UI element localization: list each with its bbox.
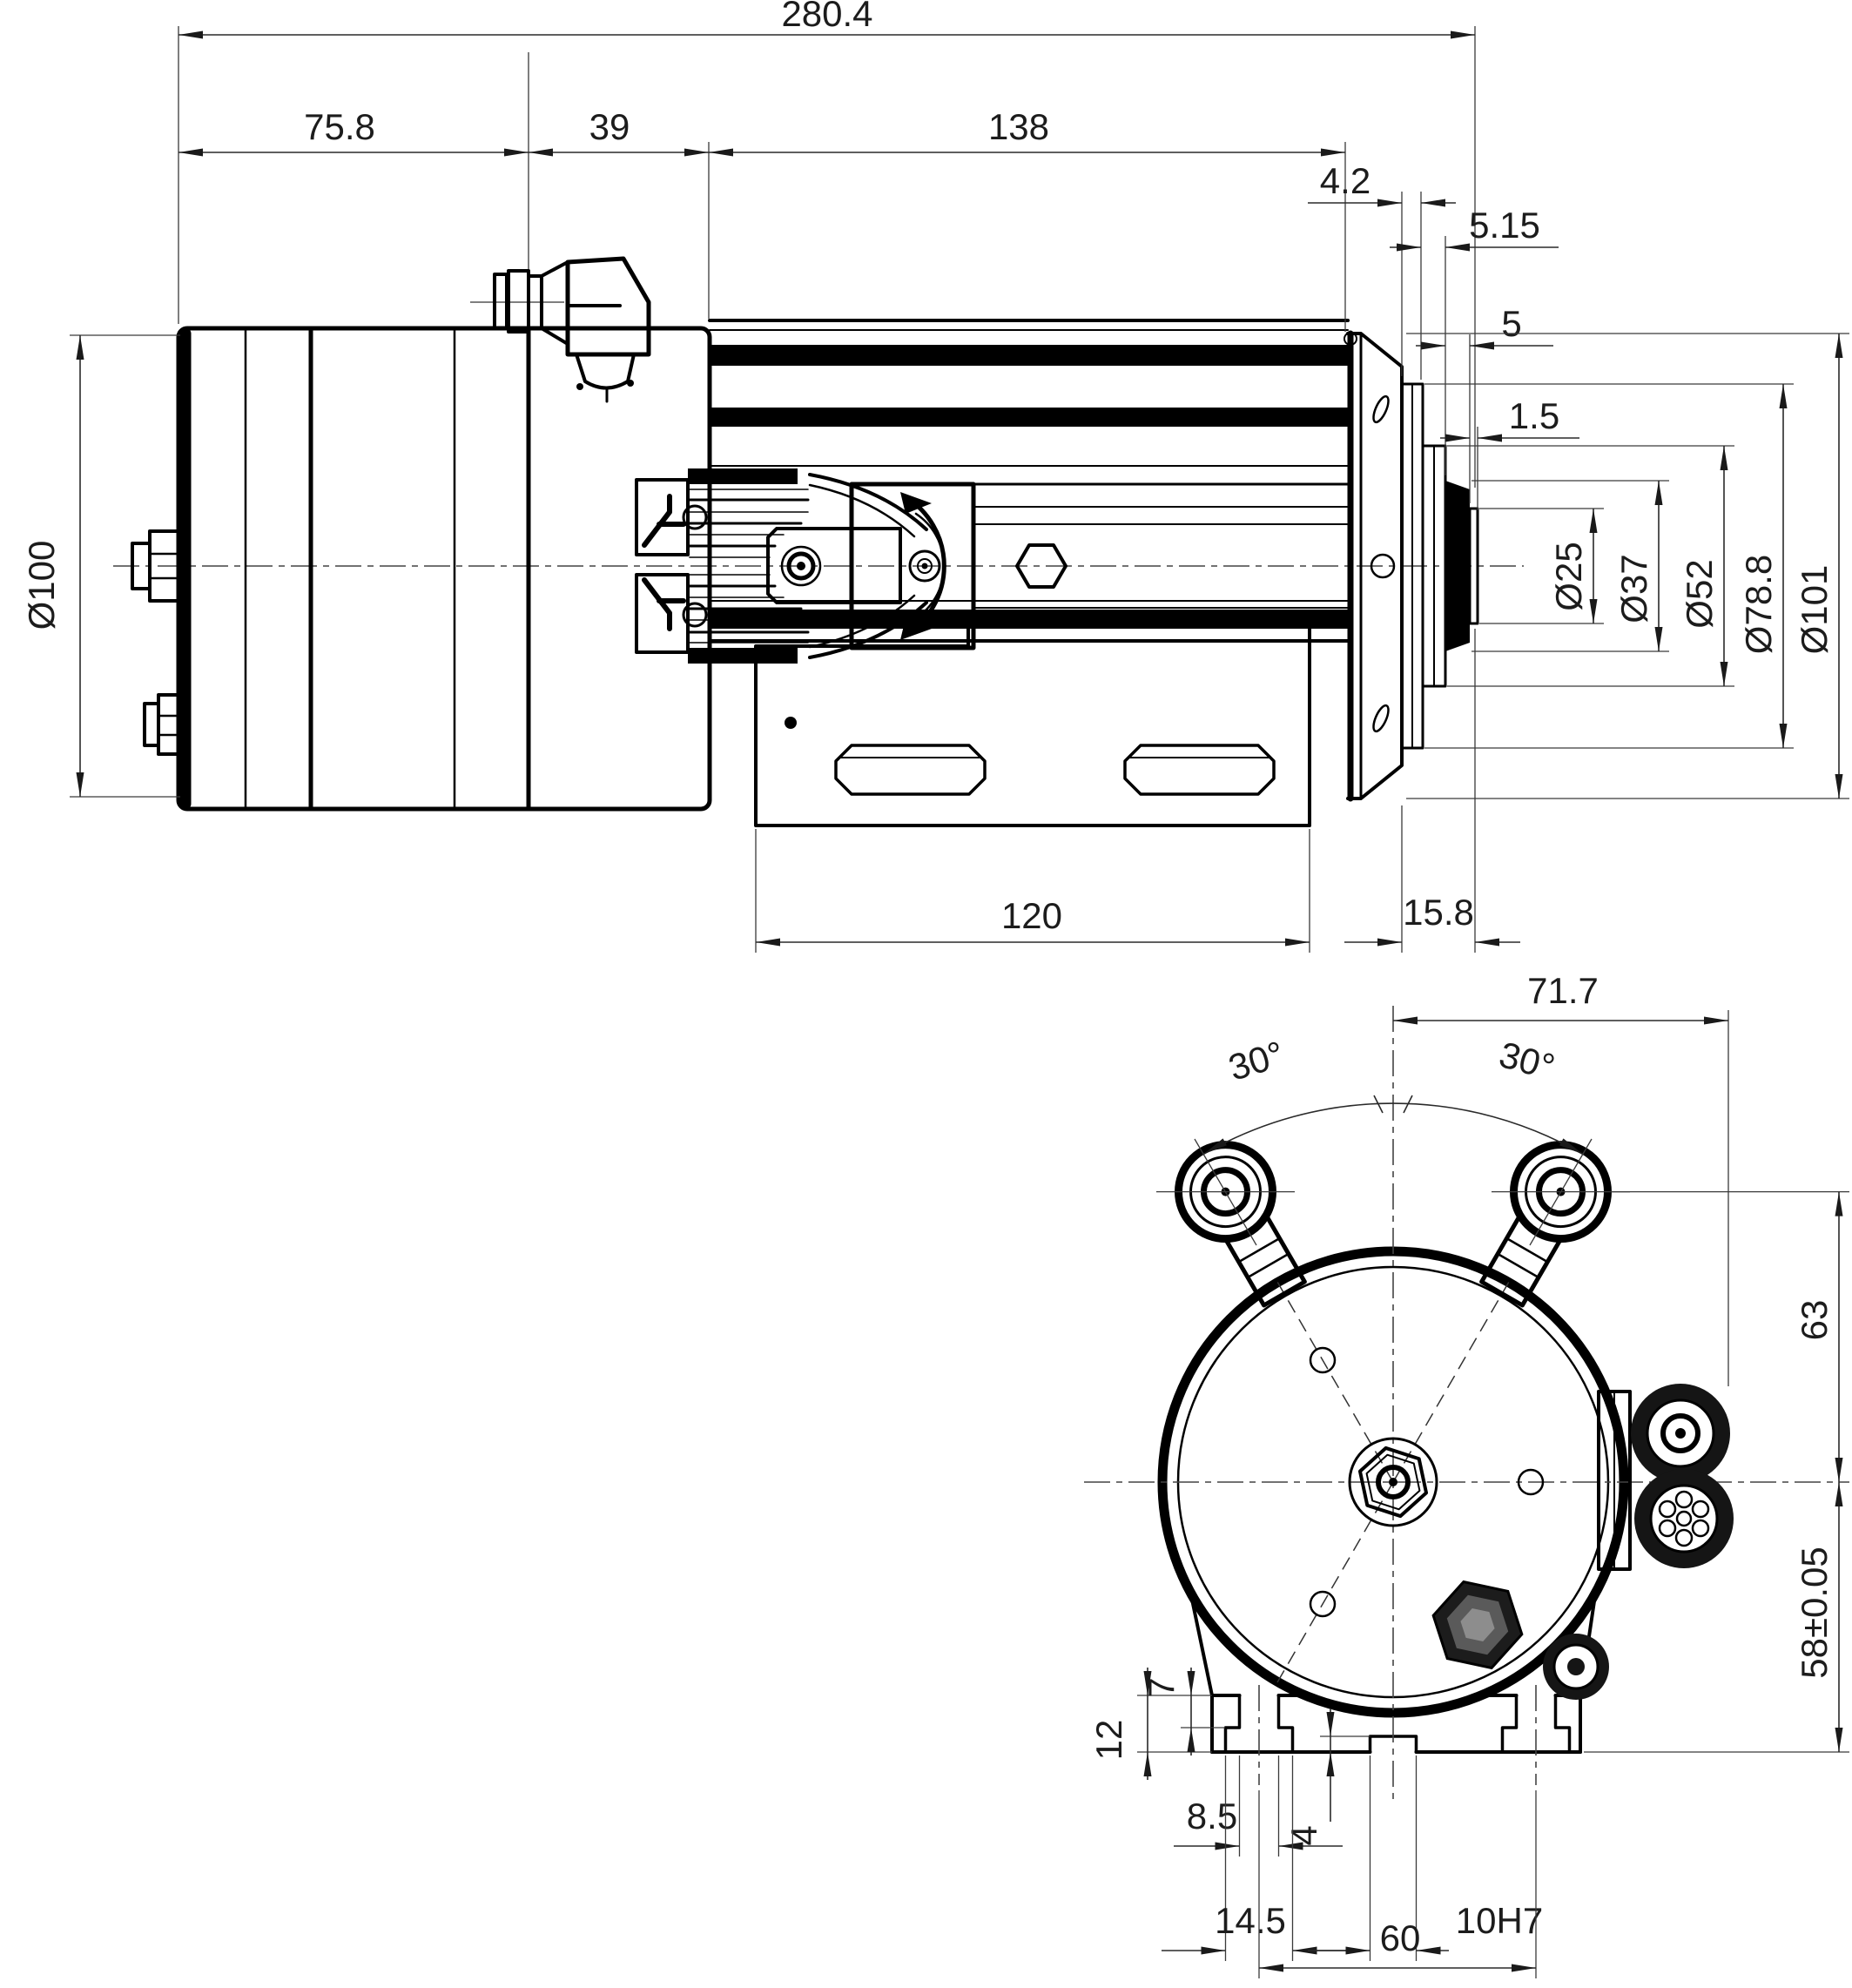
dim-label-seal-dia: Ø37	[1613, 554, 1654, 623]
dim-label-slot-depth: 7	[1141, 1677, 1182, 1697]
side-connector-bracket	[1597, 1390, 1632, 1571]
dim-label-ring3: 5	[1501, 303, 1521, 344]
dim-label-mid: 39	[589, 106, 630, 147]
dim-label-nose-len: 15.8	[1403, 892, 1474, 933]
dim-foot-height: 12	[1088, 1668, 1212, 1780]
dim-slot-inner-width: 14.5	[1162, 1756, 1357, 1961]
center-hub	[1348, 1437, 1438, 1527]
motor-body	[176, 326, 712, 812]
dim-label-overall: 280.4	[781, 0, 872, 34]
dim-label-bracket-len: 120	[1001, 895, 1062, 936]
dim-label-ring4: 1.5	[1509, 395, 1559, 436]
dim-heights: 63 58±0.05	[1584, 1190, 1849, 1753]
shaft-ring-stack	[1400, 382, 1479, 750]
dim-offset-right: 71.7	[1393, 970, 1729, 1386]
mounting-bracket	[754, 616, 1311, 827]
dim-label-angle-left: 30°	[1224, 1033, 1289, 1088]
rim-plug	[1543, 1634, 1609, 1700]
dim-key-depth: 4	[1283, 1708, 1370, 1846]
dim-label-key-depth: 4	[1283, 1825, 1324, 1845]
dim-label-ring-dia: Ø52	[1679, 559, 1720, 628]
dim-body-diameter: Ø100	[21, 334, 180, 798]
dim-label-height-upper: 63	[1794, 1300, 1835, 1341]
collet-hatch	[688, 489, 810, 644]
side-connector-upper	[1631, 1384, 1730, 1483]
dim-label-foot-height: 12	[1088, 1720, 1129, 1761]
dim-label-shaft-dia: Ø25	[1548, 542, 1589, 610]
dim-slot-depth: 7	[1141, 1668, 1225, 1756]
cable-gland-icon	[470, 52, 651, 403]
dim-label-ring2: 5.15	[1469, 205, 1540, 246]
dim-section-row: 75.8 39 138	[178, 106, 1346, 332]
dim-label-slot-spacing: 60	[1380, 1917, 1421, 1958]
dim-label-height-lower: 58±0.05	[1794, 1547, 1835, 1679]
dim-slot-width: 8.5	[1174, 1756, 1343, 1857]
dim-overall-length: 280.4	[178, 0, 1476, 488]
top-view: 280.4 75.8 39 138 4.2 5.15 5 1.5 Ø100	[21, 0, 1849, 953]
dim-label-pilot-dia: Ø78.8	[1738, 555, 1779, 654]
dim-label-body-dia: Ø100	[21, 541, 62, 630]
dim-label-key-width: 10H7	[1456, 1900, 1543, 1941]
dim-label-slot-width: 8.5	[1187, 1796, 1237, 1836]
rail-hex-feature	[1015, 543, 1067, 589]
dim-key-width: 10H7	[1308, 1756, 1543, 1961]
dim-label-ring1: 4.2	[1320, 160, 1370, 201]
dim-label-rear: 75.8	[304, 106, 375, 147]
dim-bracket-length: 120	[755, 829, 1310, 953]
dim-nose-diameters: Ø25 Ø37 Ø52 Ø78.8 Ø101	[1406, 333, 1849, 799]
dim-slot-spacing: 60	[1258, 1790, 1537, 1978]
tool-clamp	[635, 468, 976, 664]
rear-connector-upper	[131, 529, 180, 603]
hex-plug	[1431, 1580, 1524, 1670]
bottom-view: 30° 30° 71.7 63 58±0.05 12 7 8.5	[1084, 970, 1849, 1978]
dim-label-slot-inner-width: 14.5	[1215, 1900, 1286, 1941]
bolt-pattern	[1276, 1281, 1545, 1683]
rear-connector-lower	[143, 693, 180, 756]
dim-nose-length: 15.8	[1344, 629, 1520, 953]
dim-label-offset-right: 71.7	[1527, 970, 1599, 1011]
dim-label-flange-dia: Ø101	[1794, 565, 1835, 655]
dim-label-angle-right: 30°	[1495, 1034, 1559, 1088]
shaft-seal	[1445, 481, 1470, 651]
spindle-housing-extrusion	[708, 319, 1350, 643]
dim-label-housing: 138	[988, 106, 1049, 147]
side-connector-lower	[1634, 1469, 1734, 1568]
